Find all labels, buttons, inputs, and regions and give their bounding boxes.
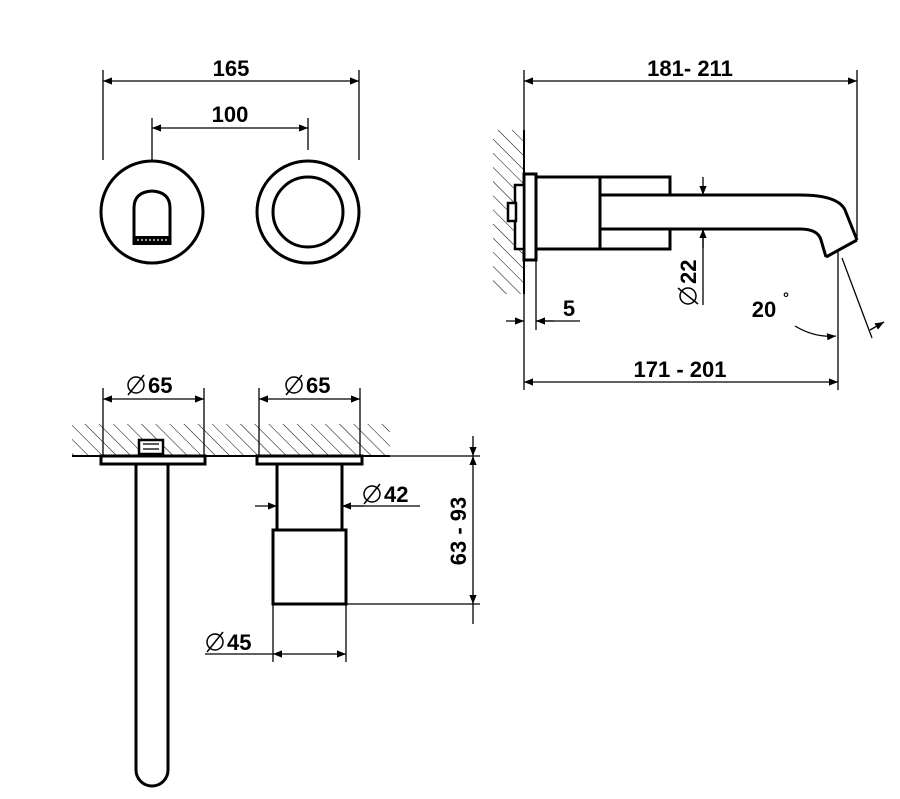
- diameter-icon: [679, 287, 697, 305]
- dim-angle-unit: °: [783, 290, 789, 307]
- dim-dia-left-group: 65: [127, 373, 172, 398]
- diameter-icon: [127, 376, 145, 394]
- dim-front-width: 165: [213, 56, 250, 81]
- spout-rosette: [99, 159, 205, 265]
- dim-pipe-dia: 22: [676, 260, 701, 284]
- dim-side-spout: 171 - 201: [634, 357, 727, 382]
- spout-top-line: [600, 193, 859, 241]
- dim-depth: 63 - 93: [446, 497, 471, 566]
- dim-lower-dia-group: 45: [206, 630, 251, 655]
- dim-body-dia-group: 42: [363, 482, 408, 507]
- body-sleeve: [534, 175, 602, 251]
- side-flange: [522, 172, 538, 262]
- dim-body-dia: 42: [384, 482, 408, 507]
- angle-arc: [794, 325, 837, 341]
- diameter-icon: [285, 376, 303, 394]
- spout-front: [132, 189, 172, 245]
- dim-body-lower-dia: 45: [227, 630, 251, 655]
- side-screw: [506, 201, 518, 223]
- dim-dia-right-group: 65: [285, 373, 330, 398]
- dim-side-total: 181- 211: [647, 56, 733, 81]
- spout-mount-nut: [137, 438, 165, 456]
- dim-top-dia-right: 65: [306, 373, 330, 398]
- angle-reference-line: [841, 257, 873, 339]
- front-view: 165 100: [99, 56, 361, 265]
- dim-angle: 20: [752, 297, 776, 322]
- dim-front-spacing: 100: [212, 102, 249, 127]
- handle-body-lower: [271, 528, 348, 606]
- diameter-icon: [363, 485, 381, 503]
- wall-section-hatch: [72, 424, 390, 456]
- spout-outlet: [825, 238, 858, 259]
- angle-arrow: [869, 321, 885, 331]
- spout-section: [134, 464, 170, 788]
- handle-body-upper: [275, 462, 344, 532]
- body-collar-top: [598, 175, 672, 197]
- handle-knob: [271, 175, 345, 249]
- spout-bottom-line: [600, 227, 828, 258]
- dim-wall-offset: 5: [563, 296, 575, 321]
- side-view: 181- 211 22 5 20 °: [493, 56, 885, 390]
- diameter-icon: [206, 633, 224, 651]
- spout-aerator: [134, 236, 170, 245]
- spout-rosette-section: [99, 454, 207, 466]
- dim-pipe-dia-group: 22: [676, 260, 701, 305]
- dim-top-dia-left: 65: [148, 373, 172, 398]
- body-collar-bottom: [598, 227, 672, 251]
- section-view: 65 65 42 63 - 93: [72, 373, 480, 788]
- handle-rosette: [255, 159, 361, 265]
